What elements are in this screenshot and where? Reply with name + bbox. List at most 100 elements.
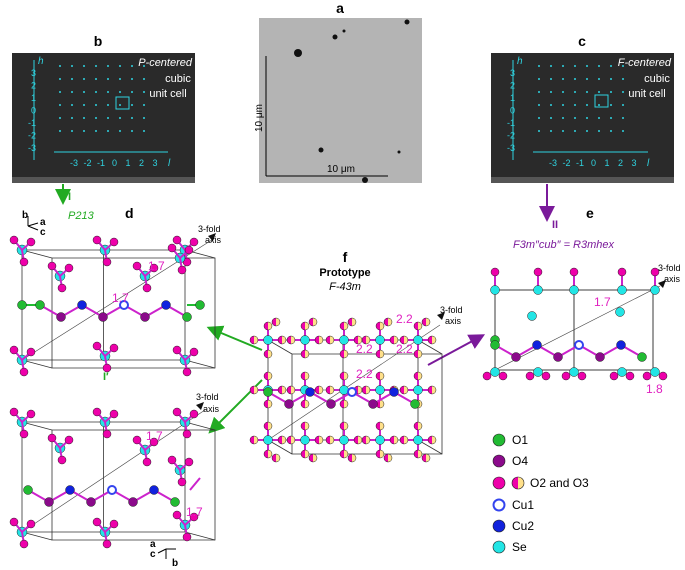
diffraction-spot bbox=[538, 65, 540, 67]
e-threefold: 3-fold bbox=[658, 263, 681, 273]
legend-o4: O4 bbox=[512, 454, 528, 468]
diffraction-spot bbox=[95, 91, 97, 93]
diffraction-spot bbox=[574, 65, 576, 67]
d-top-threefold: 3-fold bbox=[198, 224, 221, 234]
panel-c-diffraction bbox=[491, 53, 674, 183]
o23-atom bbox=[348, 454, 352, 462]
o23-atom bbox=[264, 322, 268, 330]
o23-atom bbox=[340, 400, 344, 408]
o23-atom bbox=[102, 257, 112, 267]
l-tick-label: 2 bbox=[618, 158, 623, 168]
diffraction-spot bbox=[538, 104, 540, 106]
cu1-atom bbox=[574, 340, 584, 350]
o23-atom bbox=[428, 386, 432, 394]
panel-b-title-3: unit cell bbox=[149, 88, 186, 100]
h-tick-label: 3 bbox=[31, 68, 36, 78]
diffraction-spot bbox=[610, 78, 612, 80]
o1-atom bbox=[170, 497, 180, 507]
o23-atom bbox=[301, 372, 305, 380]
d-top-axis: axis bbox=[205, 235, 222, 245]
o23-atom bbox=[172, 510, 182, 520]
se-atom bbox=[533, 285, 543, 295]
o23-atom bbox=[650, 267, 660, 277]
cu2-atom bbox=[65, 485, 75, 495]
se-atom bbox=[569, 285, 579, 295]
o23-atom bbox=[26, 347, 36, 357]
diffraction-spot bbox=[83, 117, 85, 119]
diffraction-spot bbox=[622, 117, 624, 119]
panel-d-space-group: P213 bbox=[68, 210, 95, 222]
h-tick-label: 3 bbox=[510, 68, 515, 78]
legend-se-swatch bbox=[492, 540, 506, 554]
diffraction-spot bbox=[598, 78, 600, 80]
axis-top-b: b bbox=[22, 210, 28, 221]
o23-atom bbox=[250, 436, 254, 444]
o23-atom bbox=[414, 322, 418, 330]
panel-c-title-3: unit cell bbox=[628, 88, 665, 100]
panel-e-letter: e bbox=[586, 205, 594, 221]
o23-atom bbox=[340, 372, 344, 380]
d-dist-4: 1.7 bbox=[186, 505, 203, 519]
se-atom bbox=[413, 435, 423, 445]
o23-atom bbox=[309, 318, 313, 326]
o23-atom bbox=[264, 450, 268, 458]
o23-atom bbox=[264, 372, 268, 380]
diffraction-spot bbox=[107, 130, 109, 132]
diffraction-spot bbox=[586, 130, 588, 132]
o23-atom bbox=[414, 422, 418, 430]
o23-atom bbox=[362, 386, 366, 394]
e-dist-1: 1.7 bbox=[594, 295, 611, 309]
o23-atom bbox=[172, 345, 182, 355]
o23-atom bbox=[376, 350, 380, 358]
o23-atom bbox=[109, 519, 119, 529]
h-tick-label: -2 bbox=[507, 131, 515, 141]
o23-atom bbox=[287, 436, 291, 444]
o1-atom bbox=[490, 340, 500, 350]
h-tick-label: 0 bbox=[31, 106, 36, 116]
o1-atom bbox=[637, 352, 647, 362]
diffraction-spot bbox=[107, 65, 109, 67]
o1-atom bbox=[17, 300, 27, 310]
diffraction-spot bbox=[574, 78, 576, 80]
o23-atom bbox=[172, 407, 182, 417]
o23-atom bbox=[92, 517, 102, 527]
o23-atom bbox=[658, 371, 668, 381]
panel-f-subtitle: F-43m bbox=[329, 281, 361, 293]
se-atom bbox=[339, 335, 349, 345]
cu1-atom bbox=[119, 300, 129, 310]
o23-atom bbox=[400, 386, 404, 394]
diffraction-spot bbox=[143, 104, 145, 106]
diffraction-spot bbox=[107, 104, 109, 106]
diffraction-spot bbox=[131, 91, 133, 93]
o23-atom bbox=[102, 363, 112, 373]
diffraction-spot bbox=[71, 104, 73, 106]
o23-atom bbox=[142, 457, 152, 467]
threefold-axis-line bbox=[267, 324, 441, 441]
l-tick-label: 3 bbox=[631, 158, 636, 168]
o23-atom bbox=[414, 450, 418, 458]
legend-o23-swatch-a bbox=[492, 476, 506, 490]
h-tick-label: -1 bbox=[507, 118, 515, 128]
f-threefold: 3-fold bbox=[440, 305, 463, 315]
diffraction-spot bbox=[610, 117, 612, 119]
l-tick-label: 0 bbox=[591, 158, 596, 168]
panel-d-phase-I-prime: I′ bbox=[103, 371, 109, 383]
o23-atom bbox=[278, 436, 282, 444]
o23-atom bbox=[400, 336, 404, 344]
o23-atom bbox=[301, 350, 305, 358]
diffraction-spot bbox=[71, 78, 73, 80]
o23-atom bbox=[422, 454, 426, 462]
legend-cu1-swatch bbox=[492, 498, 506, 512]
o23-atom bbox=[362, 436, 366, 444]
o23-atom bbox=[189, 347, 199, 357]
l-tick-label: -1 bbox=[576, 158, 584, 168]
o23-atom bbox=[287, 386, 291, 394]
crystal-structures bbox=[9, 233, 668, 549]
o23-atom bbox=[64, 435, 74, 445]
panel-c-title-2: cubic bbox=[644, 73, 670, 85]
o23-atom bbox=[376, 450, 380, 458]
diffraction-spot bbox=[59, 65, 61, 67]
diffraction-spot bbox=[586, 104, 588, 106]
o23-atom bbox=[326, 436, 330, 444]
